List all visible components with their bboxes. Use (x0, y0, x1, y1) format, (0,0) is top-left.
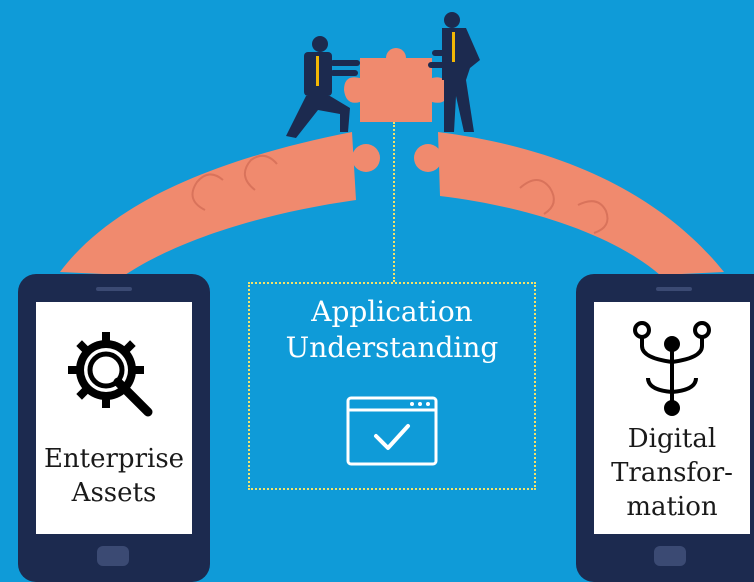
dotted-connector-line (393, 122, 395, 282)
center-title-line2: Understanding (285, 331, 499, 364)
right-device-screen: Digital Transfor- mation (594, 302, 750, 534)
branching-nodes-icon (632, 318, 712, 418)
right-device-speaker (656, 287, 692, 291)
standing-businessman (428, 12, 480, 132)
right-label-line2: Transfor- (611, 458, 733, 488)
left-label-line2: Assets (71, 478, 157, 508)
left-device: Enterprise Assets (18, 274, 210, 582)
right-device: Digital Transfor- mation (576, 274, 754, 582)
center-title-line1: Application (311, 295, 473, 328)
left-device-screen: Enterprise Assets (36, 302, 192, 534)
right-device-home-button (654, 546, 686, 566)
right-label-line1: Digital (627, 424, 717, 454)
top-puzzle-piece (344, 58, 448, 122)
left-label-line1: Enterprise (43, 444, 185, 474)
kneeling-businessman (286, 36, 360, 138)
right-label-line3: mation (626, 492, 718, 522)
application-understanding-box: Application Understanding (248, 282, 536, 490)
right-puzzle-knob (414, 144, 442, 172)
left-device-home-button (97, 546, 129, 566)
center-title: Application Understanding (250, 294, 534, 366)
right-device-label: Digital Transfor- mation (594, 422, 750, 524)
left-puzzle-arch (60, 132, 356, 275)
left-device-speaker (96, 287, 132, 291)
left-device-label: Enterprise Assets (36, 442, 192, 510)
left-puzzle-knob (352, 144, 380, 172)
gear-magnifier-icon (66, 330, 156, 420)
browser-window-check-icon (346, 396, 438, 466)
